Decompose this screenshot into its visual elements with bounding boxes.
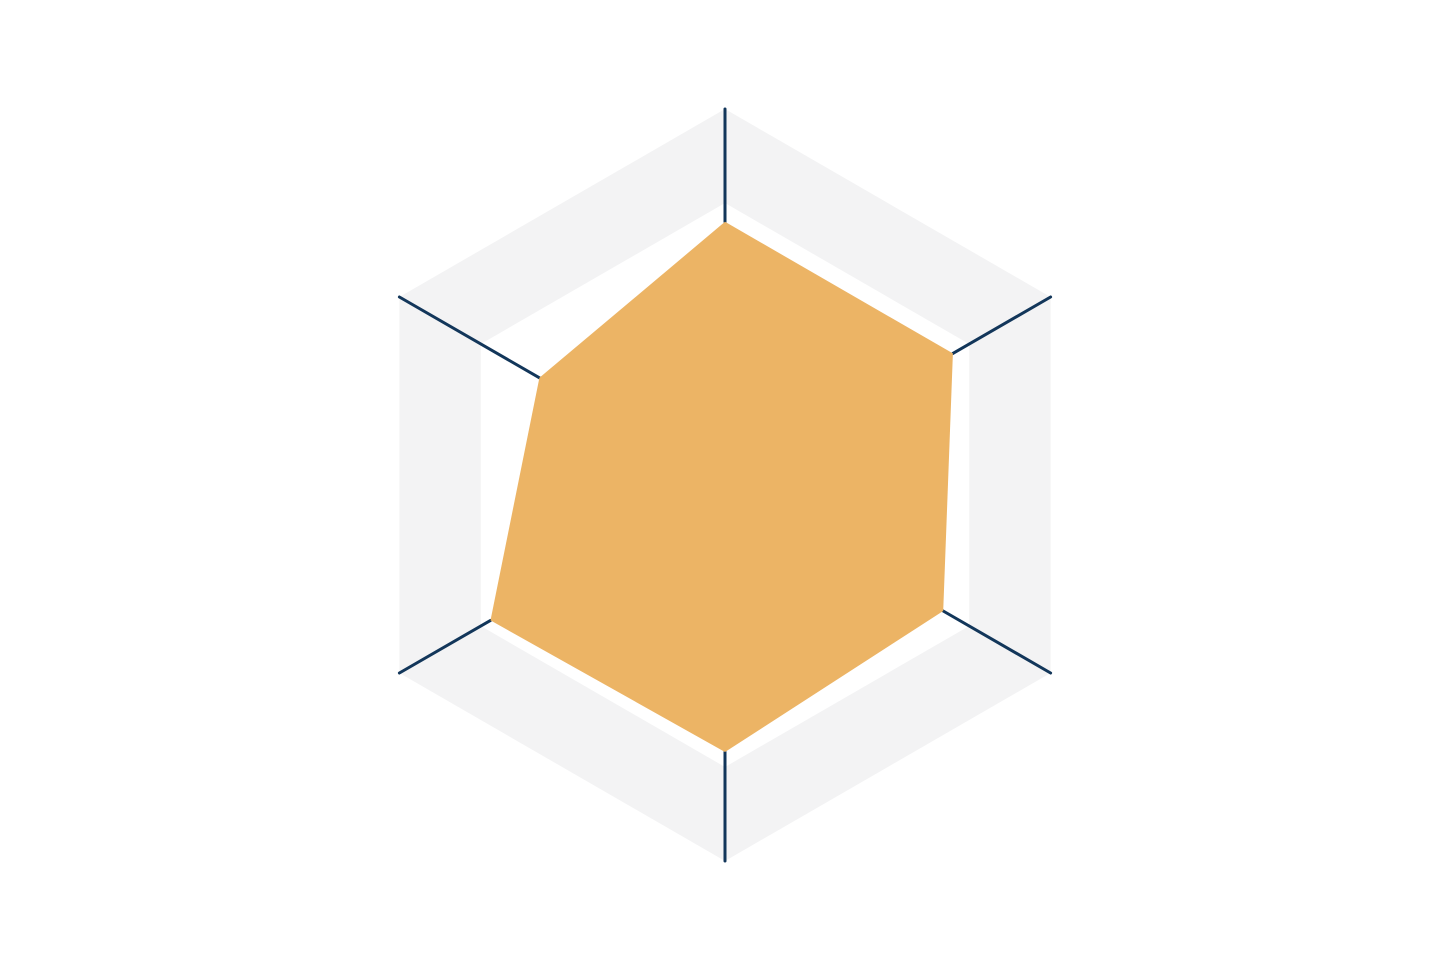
axis-layer: [397, 107, 1053, 863]
grid-layer: [399, 109, 1051, 861]
series-area-0: [490, 221, 953, 753]
axis-spoke-1: [951, 295, 1053, 355]
axis-spoke-4: [397, 618, 492, 675]
axis-spoke-2: [941, 609, 1053, 675]
series-layer: [490, 221, 953, 753]
grid-band: [399, 109, 1051, 861]
axis-spoke-5: [397, 295, 541, 380]
